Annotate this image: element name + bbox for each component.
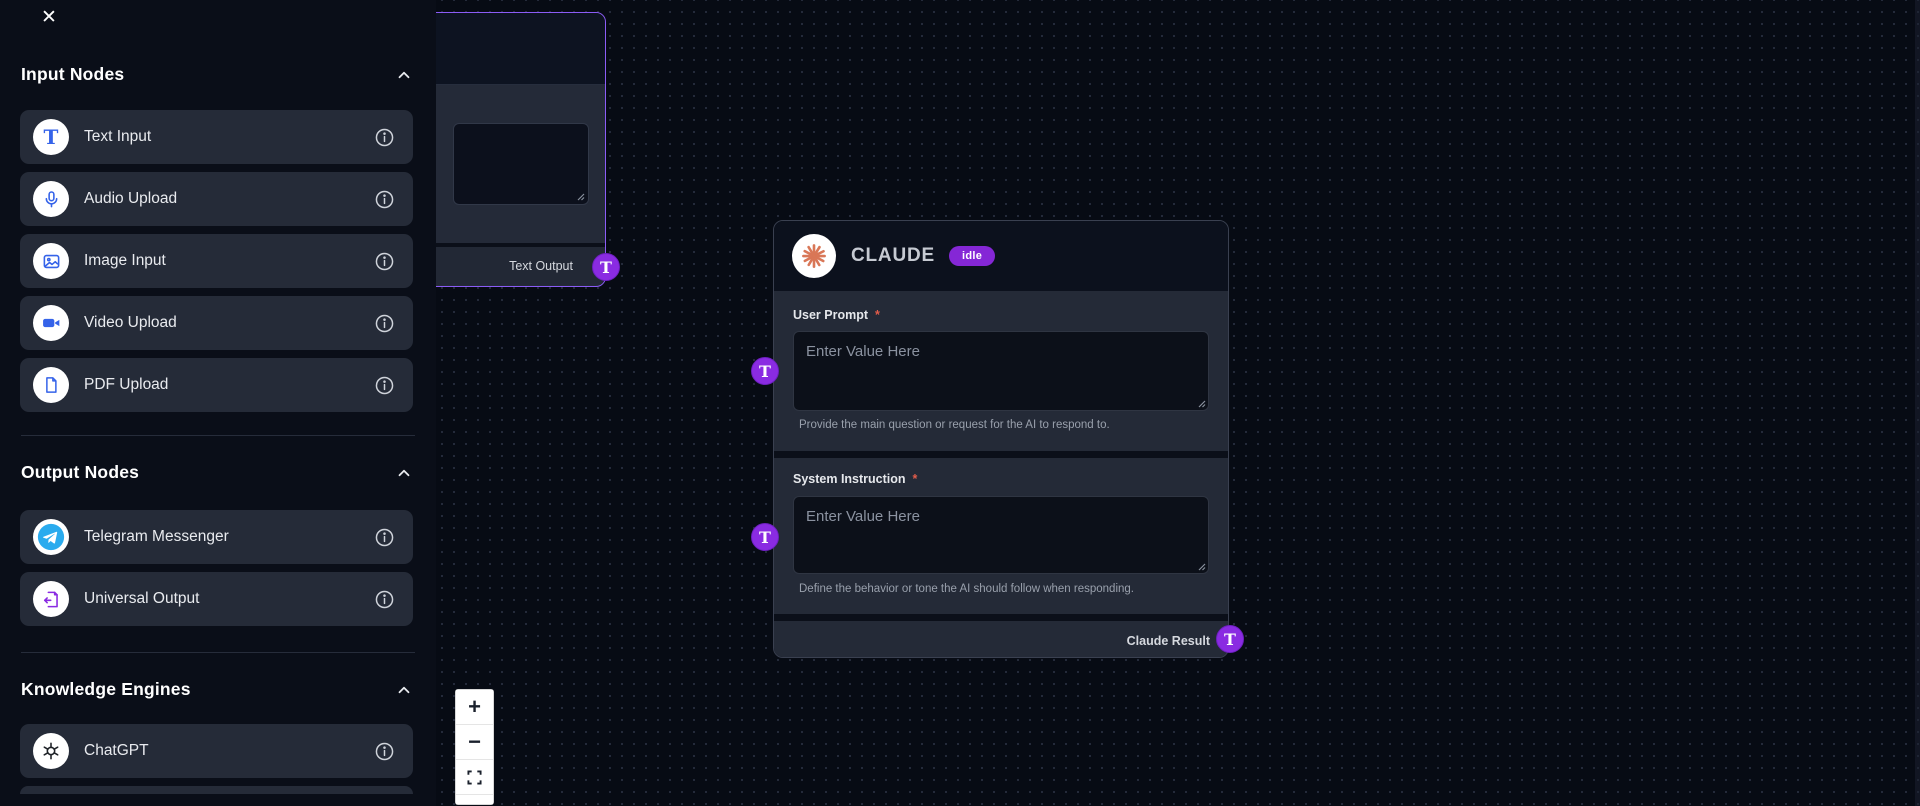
section-header-output-nodes[interactable]: Output Nodes [21,462,413,483]
item-label: Image Input [84,252,166,269]
required-asterisk: * [912,472,918,486]
canvas-right-edge [1915,0,1920,806]
section-header-knowledge-engines[interactable]: Knowledge Engines [21,679,413,700]
close-sidebar-button[interactable]: ✕ [34,2,64,32]
system-instruction-helper-text: Define the behavior or tone the AI shoul… [799,583,1134,595]
input-nodes-list: T Text Input Audio Upload Image Input [20,110,413,412]
status-badge: idle [948,246,996,266]
required-asterisk: * [875,308,880,322]
image-icon [33,243,69,279]
section-divider [774,451,1228,458]
chatgpt-icon [33,733,69,769]
item-label: Telegram Messenger [84,528,229,545]
claude-node[interactable]: CLAUDE idle User Prompt* Provide the mai… [751,220,1244,658]
output-port-label: Claude Result [1126,633,1210,648]
sidebar-item-image-input[interactable]: Image Input [20,234,413,288]
info-icon[interactable] [374,375,395,396]
claude-starburst-icon [792,234,836,278]
info-icon[interactable] [374,741,395,762]
section-title: Input Nodes [21,64,125,84]
sidebar-item-text-input[interactable]: T Text Input [20,110,413,164]
claude-node-header[interactable]: CLAUDE idle [774,221,1228,291]
system-instruction-section: System Instruction* Define the behavior … [774,458,1228,614]
video-camera-icon [33,305,69,341]
microphone-icon [33,181,69,217]
info-icon[interactable] [374,127,395,148]
system-instruction-textarea[interactable] [793,496,1209,574]
info-icon[interactable] [374,527,395,548]
text-output-source-handle[interactable]: T [592,253,620,281]
user-prompt-section: User Prompt* Provide the main question o… [774,291,1228,451]
zoom-controls: + − [456,690,493,804]
info-icon[interactable] [374,313,395,334]
claude-node-card: CLAUDE idle User Prompt* Provide the mai… [773,220,1229,658]
sidebar-item-pdf-upload[interactable]: PDF Upload [20,358,413,412]
section-title: Output Nodes [21,462,140,482]
sidebar-item-telegram-messenger[interactable]: Telegram Messenger [20,510,413,564]
resize-handle-icon[interactable] [575,191,585,201]
chevron-up-icon[interactable] [395,464,413,482]
user-prompt-field-wrap [793,331,1209,411]
item-label: Universal Output [84,590,200,607]
section-divider [774,614,1228,621]
sidebar-item-partial[interactable] [20,786,413,794]
info-icon[interactable] [374,251,395,272]
text-input-icon: T [33,119,69,155]
claude-result-source-handle[interactable]: T [1216,625,1244,653]
item-label: PDF Upload [84,376,169,393]
section-header-input-nodes[interactable]: Input Nodes [21,64,413,85]
item-label: ChatGPT [84,742,149,759]
chevron-up-icon[interactable] [395,681,413,699]
info-icon[interactable] [374,189,395,210]
info-icon[interactable] [374,589,395,610]
section-divider [21,435,415,436]
fit-view-icon [467,769,482,785]
sidebar-item-chatgpt[interactable]: ChatGPT [20,724,413,778]
lock-button[interactable] [456,795,493,804]
sidebar-item-video-upload[interactable]: Video Upload [20,296,413,350]
system-instruction-label: System Instruction* [793,472,918,486]
user-prompt-label: User Prompt* [793,308,880,322]
user-prompt-target-handle[interactable]: T [751,357,779,385]
section-title: Knowledge Engines [21,679,191,699]
system-instruction-field-wrap [793,496,1209,574]
claude-node-footer: Claude Result [774,621,1228,657]
universal-output-icon [33,581,69,617]
knowledge-engines-list: ChatGPT [20,724,413,794]
item-label: Video Upload [84,314,177,331]
chevron-up-icon[interactable] [395,66,413,84]
pdf-file-icon [33,367,69,403]
system-instruction-target-handle[interactable]: T [751,523,779,551]
user-prompt-helper-text: Provide the main question or request for… [799,419,1110,431]
item-label: Text Input [84,128,152,145]
sidebar-item-universal-output[interactable]: Universal Output [20,572,413,626]
sidebar-item-audio-upload[interactable]: Audio Upload [20,172,413,226]
user-prompt-textarea[interactable] [793,331,1209,411]
zoom-out-button[interactable]: − [456,725,493,760]
item-label: Audio Upload [84,190,178,207]
section-divider [21,652,415,653]
output-port-label: Text Output [509,259,573,273]
section-divider [379,243,605,247]
text-output-textarea[interactable] [453,123,589,205]
telegram-icon [33,519,69,555]
node-palette-sidebar: ✕ Input Nodes T Text Input Audio Upload [0,0,436,806]
fit-view-button[interactable] [456,760,493,795]
claude-node-title: CLAUDE [851,245,935,266]
output-nodes-list: Telegram Messenger Universal Output [20,510,413,626]
zoom-in-button[interactable]: + [456,690,493,725]
